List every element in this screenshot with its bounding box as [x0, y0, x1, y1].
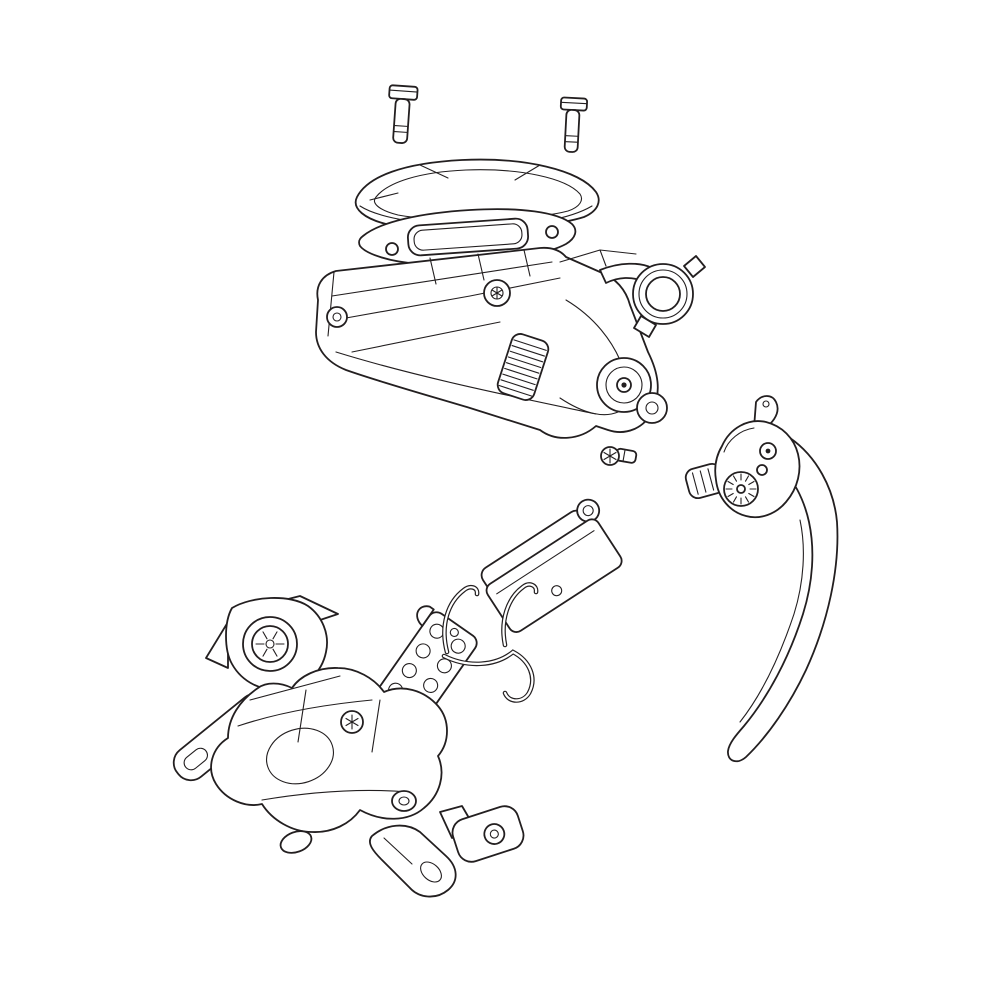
barrel-adjuster-icon — [496, 333, 550, 401]
pad-spreader-spring-icon — [441, 582, 539, 703]
handlebar-clamp-ring-icon — [632, 255, 706, 338]
lever-pivot-bearing-icon — [596, 357, 668, 424]
master-cylinder-body-icon — [315, 246, 706, 439]
caliper-mounting-ear-icon — [451, 805, 525, 863]
reach-adjust-dial-icon — [723, 471, 759, 507]
brake-pad-with-ear-icon — [480, 498, 623, 633]
cover-bolt-right-icon — [559, 96, 588, 153]
lever-blade-assembly — [684, 395, 839, 763]
pad-contact-adjuster-screw-icon — [242, 616, 298, 672]
cover-bolt-left-icon — [388, 84, 419, 144]
contact-adjust-dial-icon — [483, 279, 511, 307]
bleed-screw-icon — [600, 446, 638, 466]
hose-port-banjo-icon — [369, 824, 457, 898]
caliper-body-icon — [172, 595, 525, 898]
